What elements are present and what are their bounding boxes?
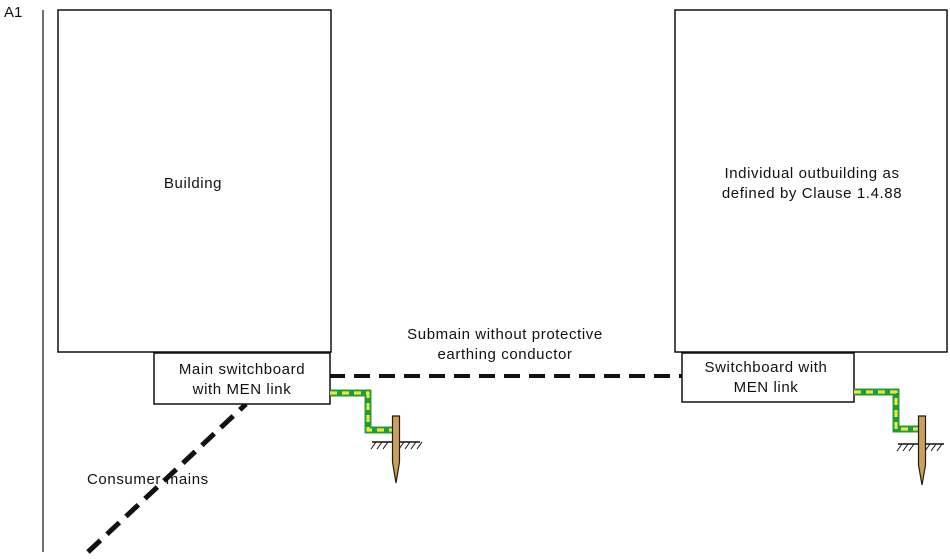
main-switchboard: Main switchboard with MEN link xyxy=(153,352,331,405)
outbuilding-switchboard: Switchboard with MEN link xyxy=(681,352,855,403)
building-label: Building xyxy=(164,175,222,192)
building: Building xyxy=(57,9,332,353)
outbuilding: Individual outbuilding as defined by Cla… xyxy=(674,9,948,353)
outbuilding-outline xyxy=(674,9,948,353)
outbuilding-switchboard-outline xyxy=(681,352,855,403)
outbuilding-earthing-conductor xyxy=(854,388,922,433)
main-switchboard-outline xyxy=(153,352,331,405)
outbuilding-label-line-2: defined by Clause 1.4.88 xyxy=(722,185,902,202)
figure-label: A1 xyxy=(4,4,22,21)
main-switchboard-label-line-2: with MEN link xyxy=(192,381,292,398)
building-outline xyxy=(57,9,332,353)
outbuilding-switchboard-label-line-2: MEN link xyxy=(734,379,799,396)
outbuilding-switchboard-label-line-1: Switchboard with xyxy=(705,359,828,376)
earth-electrode-icon xyxy=(896,415,944,486)
consumer-mains-label: Consumer mains xyxy=(87,471,209,488)
main-earthing-conductor xyxy=(330,389,397,434)
consumer-mains-line xyxy=(86,402,248,554)
submain-label-line-2: earthing conductor xyxy=(437,346,572,363)
outbuilding-label-line-1: Individual outbuilding as xyxy=(724,165,899,182)
earth-electrode-icon xyxy=(370,415,423,484)
submain-label-line-1: Submain without protective xyxy=(407,326,603,343)
main-switchboard-label-line-1: Main switchboard xyxy=(179,361,305,378)
